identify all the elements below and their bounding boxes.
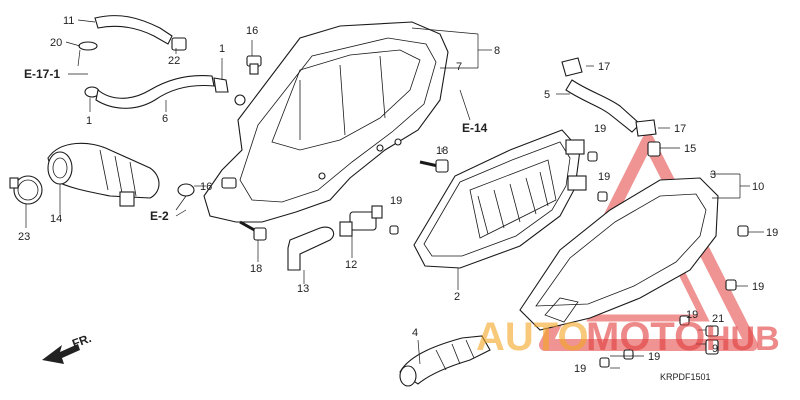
label-15: 15 [684, 143, 696, 155]
screw-19-b [587, 151, 598, 162]
screw-19-g [623, 349, 634, 360]
diagram-code: KRPDF1501 [660, 372, 711, 382]
label-19-c: 19 [598, 171, 610, 183]
clip-20 [78, 41, 98, 51]
label-5: 5 [544, 89, 550, 101]
clamp-1-upper [213, 77, 229, 93]
watermark-auto: AUTO [476, 315, 589, 359]
screw-19-a [389, 225, 399, 235]
label-19-g: 19 [648, 351, 660, 363]
bolt-18-left [239, 220, 267, 241]
grommet-9 [705, 339, 719, 355]
tube-13 [287, 226, 335, 271]
bolt-16-upper [246, 55, 262, 75]
screw-19-c [597, 191, 608, 202]
connecting-tube-14 [47, 142, 160, 207]
label-2: 2 [454, 291, 460, 303]
label-9: 9 [712, 343, 718, 355]
screw-19-d [737, 225, 749, 237]
label-19-e: 19 [752, 281, 764, 293]
label-18-right: 18 [436, 145, 448, 157]
front-direction-label: FR. [70, 331, 93, 351]
screw-19-h [599, 357, 610, 368]
clip-21 [705, 325, 719, 337]
label-19-a: 19 [390, 195, 402, 207]
label-16-lower: 16 [200, 181, 212, 193]
label-6: 6 [162, 113, 168, 125]
bolt-18-right [419, 159, 449, 173]
watermark-moto: MOTO [586, 315, 705, 359]
leader-lines [25, 19, 764, 369]
section-references: E-17-1 E-14 E-2 [24, 67, 488, 223]
ref-e14: E-14 [462, 121, 488, 135]
front-direction-arrow [42, 344, 80, 364]
watermark-hub: HUB [706, 320, 780, 358]
label-10: 10 [752, 181, 764, 193]
label-18-left: 18 [250, 263, 262, 275]
screw-19-f [679, 315, 690, 326]
hose-6 [95, 75, 215, 109]
hose-5 [565, 79, 641, 133]
duct-4 [399, 335, 491, 387]
drain-plug-12 [339, 205, 383, 237]
label-4: 4 [412, 327, 418, 339]
label-23: 23 [18, 231, 30, 243]
label-11: 11 [63, 15, 74, 27]
clip-17-lower [635, 119, 657, 137]
label-13: 13 [297, 283, 309, 295]
grommet [234, 94, 246, 106]
clip-15 [647, 141, 661, 157]
label-7: 7 [456, 61, 462, 73]
label-19-f: 19 [686, 309, 698, 321]
clip-22 [171, 37, 187, 51]
label-19-d: 19 [766, 227, 778, 239]
screw-19-e [725, 279, 737, 291]
clip-17-upper [561, 57, 583, 77]
label-20: 20 [50, 37, 62, 49]
label-17-lower: 17 [674, 123, 686, 135]
ref-e2: E-2 [150, 209, 169, 223]
part-number-labels: 11 20 1 6 22 16 1 8 7 17 5 17 15 19 19 3… [18, 15, 778, 375]
hose-11 [94, 15, 173, 45]
label-1-top: 1 [219, 43, 225, 55]
clamp-23 [9, 175, 43, 205]
label-17-top: 17 [598, 61, 610, 73]
element-2 [413, 129, 587, 269]
air-cleaner-case-7 [203, 21, 449, 223]
label-12: 12 [345, 259, 357, 271]
label-8: 8 [494, 45, 500, 57]
label-19-b: 19 [594, 123, 606, 135]
label-21: 21 [712, 313, 724, 325]
label-14: 14 [50, 213, 62, 225]
label-1-left: 1 [86, 115, 92, 127]
cover-10 [519, 177, 719, 331]
label-22: 22 [168, 55, 180, 67]
watermark-text: AUTO MOTO HUB [476, 315, 780, 359]
label-16-top: 16 [246, 25, 258, 37]
label-19-h: 19 [574, 363, 586, 375]
ref-e17-1: E-17-1 [24, 67, 60, 81]
label-3: 3 [710, 169, 716, 181]
